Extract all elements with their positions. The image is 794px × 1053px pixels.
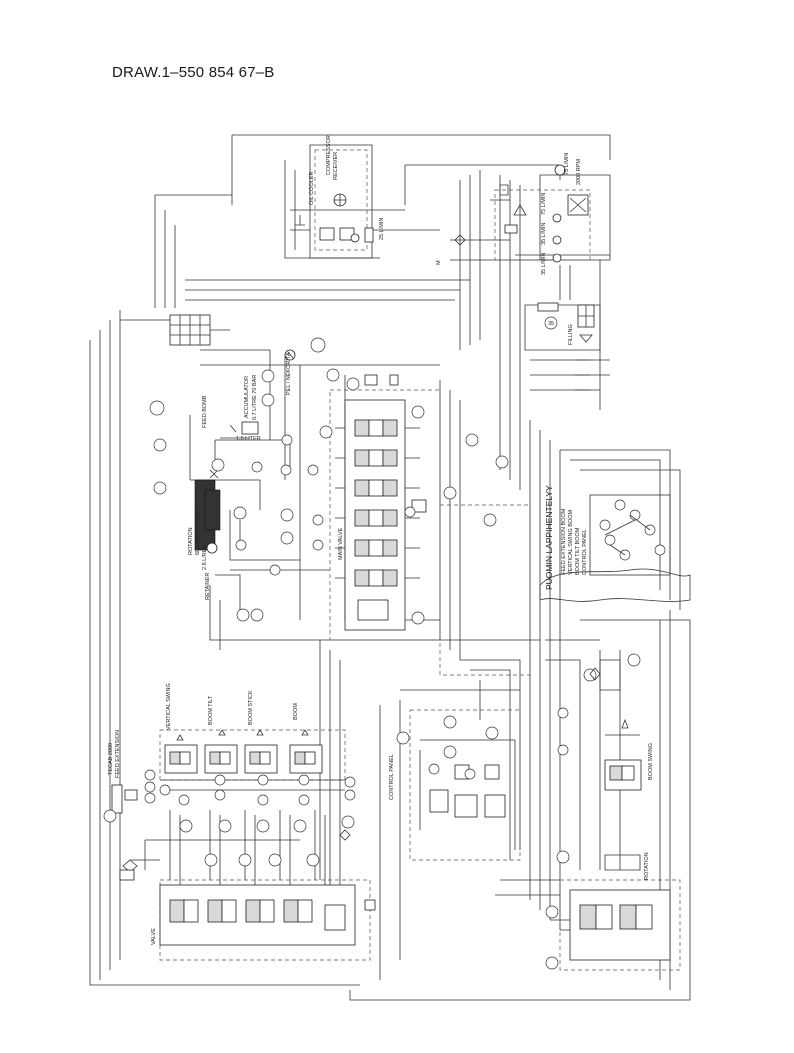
svg-text:VERTICAL SWING BOOM: VERTICAL SWING BOOM: [568, 509, 574, 575]
boom-swing-label: BOOM SWING: [648, 743, 654, 780]
main-valve-label: MAIN VALVE: [338, 527, 344, 560]
boom-swing-group: BOOM SWING: [604, 718, 654, 791]
svg-text:BOOM TILT BOOM: BOOM TILT BOOM: [575, 527, 581, 575]
valve-vertical-swing: VERTICAL SWING: [164, 683, 198, 774]
reference-bubbles: [103, 337, 641, 970]
svg-text:60 L/MIN 150 BAR: 60 L/MIN 150 BAR: [195, 509, 201, 555]
svg-text:25 L/MIN: 25 L/MIN: [379, 218, 385, 240]
svg-text:1.5 LITER: 1.5 LITER: [236, 436, 261, 442]
svg-text:35 L/MIN: 35 L/MIN: [541, 253, 547, 275]
manifold-section-4: [283, 899, 313, 923]
valve-boom: BOOM: [289, 703, 323, 774]
manifold-block: [169, 314, 211, 346]
rotation-label: ROTATION: [644, 852, 650, 880]
manifold-section-1: [169, 899, 199, 923]
valve-section-4: [354, 509, 398, 527]
valve-boom-tilt: BOOM TILT: [204, 695, 238, 774]
svg-text:CONTROL PANEL: CONTROL PANEL: [582, 529, 588, 575]
svg-text:75 L/MIN: 75 L/MIN: [541, 193, 547, 215]
svg-text:ACCUMULATOR: ACCUMULATOR: [244, 376, 250, 418]
boom-valve-block: VERTICAL SWING BOOM TILT BOOM STICK BOOM: [160, 683, 345, 791]
svg-text:TECAB 2000: TECAB 2000: [108, 743, 114, 775]
control-panel-label: CONTROL PANEL: [389, 754, 395, 800]
svg-text:VALVE: VALVE: [151, 928, 157, 945]
compressor-group: OIL COOLER COMPRESSOR RECEIVER 25 L/MIN: [295, 135, 385, 243]
rotation-motor: ROTATION 60 L/MIN 150 BAR 2.8 L/REV: [188, 469, 221, 570]
boom-stick-label: BOOM STICK: [248, 690, 254, 725]
svg-text:35 L/MIN: 35 L/MIN: [541, 223, 547, 245]
valve-section-5: [354, 539, 398, 557]
svg-text:FEED EXTENSION BOOM: FEED EXTENSION BOOM: [561, 508, 567, 575]
receiver-label: RECEIVER: [333, 152, 339, 180]
vertical-swing-label: VERTICAL SWING: [166, 683, 172, 730]
filling-group: 35 FILLING: [537, 302, 595, 391]
compressor-label: COMPRESSOR: [326, 135, 332, 175]
svg-text:M: M: [436, 260, 442, 265]
feed-extension-group: TECAB 2000 FEED EXTENSION: [108, 730, 138, 814]
pressure-group: FEED BOMB ACCUMULATOR 0.7 LITRE 70 BAR P…: [202, 349, 399, 442]
feed-extension-label: FEED EXTENSION: [115, 730, 121, 778]
valve-section-2: [354, 449, 398, 467]
svg-text:ROTATION: ROTATION: [188, 527, 194, 555]
valve-boom-stick: BOOM STICK: [244, 690, 278, 774]
manifold-section-3: [245, 899, 275, 923]
svg-text:35: 35: [548, 321, 554, 327]
valve-section-1: [354, 419, 398, 437]
svg-text:PEL / NEKORITA: PEL / NEKORITA: [286, 352, 292, 395]
bottom-manifold-left: VALVE: [151, 884, 356, 946]
valve-symbols: [119, 667, 641, 911]
boom-tilt-label: BOOM TILT: [208, 695, 214, 725]
control-panel-group: CONTROL PANEL: [389, 739, 516, 850]
oil-cooler-label: OIL COOLER: [309, 172, 315, 205]
assembly-boundaries: [159, 149, 681, 971]
svg-text:75 L/MIN: 75 L/MIN: [564, 153, 570, 175]
motor-symbol: [554, 164, 566, 176]
retainer-label: RETAINER: [205, 573, 211, 600]
svg-text:0.7 LITRE 70 BAR: 0.7 LITRE 70 BAR: [252, 375, 258, 420]
drawing-number: DRAW.1–550 854 67–B: [112, 64, 275, 81]
puomin-title: PUOMIN LAPPIHENTELYY: [544, 485, 554, 590]
rpm-label: 2000 RPM: [576, 159, 582, 185]
manifold-section-2: [207, 899, 237, 923]
valve-section-6: [354, 569, 398, 587]
filling-label: FILLING: [568, 324, 574, 345]
svg-text:FEED BOMB: FEED BOMB: [202, 395, 208, 428]
puomin-panel: PUOMIN LAPPIHENTELYY FEED EXTENSION BOOM…: [539, 485, 691, 602]
valve-section-3: [354, 479, 398, 497]
boom-label: BOOM: [293, 703, 299, 720]
pump-unit: 2000 RPM 75 L/MIN 75 L/MIN 35 L/MIN 35 L…: [436, 153, 589, 275]
main-valve-stack: MAIN VALVE: [335, 399, 427, 631]
svg-text:2.8 L/REV: 2.8 L/REV: [202, 545, 208, 570]
bottom-manifold-right: ROTATION: [569, 852, 671, 961]
